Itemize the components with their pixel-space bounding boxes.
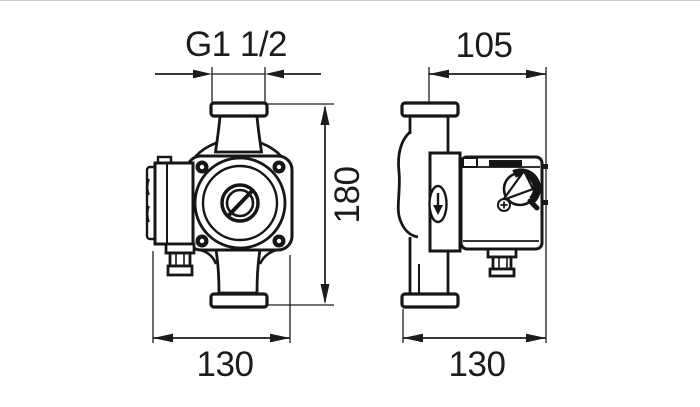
gland-body xyxy=(491,255,513,271)
strip-detail xyxy=(146,178,150,196)
front-width-label: 130 xyxy=(197,345,254,384)
arrowhead-icon xyxy=(526,69,546,79)
front-view xyxy=(145,101,294,309)
phillips-screw-icon xyxy=(497,198,511,212)
side-depth-label: 105 xyxy=(456,26,513,65)
front-bottom-pipe xyxy=(214,248,262,295)
gland-cap xyxy=(166,264,194,277)
dim-side-depth: 105 xyxy=(428,26,547,343)
cover-tab xyxy=(541,200,548,205)
knob-pointer xyxy=(499,168,535,203)
front-bottom-flange xyxy=(209,292,269,309)
knob-tail xyxy=(527,198,540,211)
arrowhead-icon xyxy=(526,333,546,343)
vent-plug-inner-ring xyxy=(225,188,255,218)
gland-cap xyxy=(488,267,516,278)
arrowhead-icon xyxy=(429,69,449,79)
arrowhead-icon xyxy=(153,333,173,343)
arrowhead-icon xyxy=(270,333,290,343)
vent-plug-slot-icon xyxy=(228,190,253,216)
front-bottom-right-shoulder xyxy=(258,248,278,265)
front-top-pipe xyxy=(213,114,264,154)
side-bottom-flange xyxy=(400,292,460,309)
side-top-flange xyxy=(400,101,460,118)
plate-screws xyxy=(195,160,286,248)
strip-detail xyxy=(146,205,150,223)
overall-height-label: 180 xyxy=(328,167,367,224)
thread-size-label: G1 1/2 xyxy=(185,25,287,64)
gland-body xyxy=(168,251,192,268)
side-view xyxy=(396,101,548,309)
dim-side-width: 130 xyxy=(402,309,546,384)
motor-vent-slot xyxy=(489,160,522,167)
cover-tab xyxy=(541,164,548,169)
dim-thread-size: G1 1/2 xyxy=(155,25,321,102)
front-top-flange xyxy=(209,101,269,118)
arrowhead-icon xyxy=(403,333,423,343)
side-volute-outline xyxy=(396,130,419,239)
arrowhead-icon xyxy=(193,69,212,79)
cable-gland-side xyxy=(486,247,518,278)
vent-plug-outer-ring xyxy=(220,183,260,223)
arrowhead-icon xyxy=(320,105,330,125)
pump-face-inner-circle xyxy=(201,164,279,242)
knob-dark-crescent xyxy=(512,168,541,203)
dim-overall-height: 180 xyxy=(268,103,367,306)
arrowhead-icon xyxy=(265,69,284,79)
pump-face-outer-circle xyxy=(193,156,287,250)
speed-selector-knob xyxy=(499,168,541,211)
side-width-label: 130 xyxy=(449,345,506,384)
arrowhead-icon xyxy=(320,284,330,304)
motor-top-clip xyxy=(462,157,478,168)
flow-direction-arrow-icon xyxy=(433,193,443,215)
cable-gland-front xyxy=(164,242,196,277)
dim-front-width: 130 xyxy=(152,251,291,384)
dimension-annotations: G1 1/2 180 130 105 xyxy=(152,25,547,384)
front-bottom-left-shoulder xyxy=(199,248,218,265)
terminal-box xyxy=(153,161,195,246)
